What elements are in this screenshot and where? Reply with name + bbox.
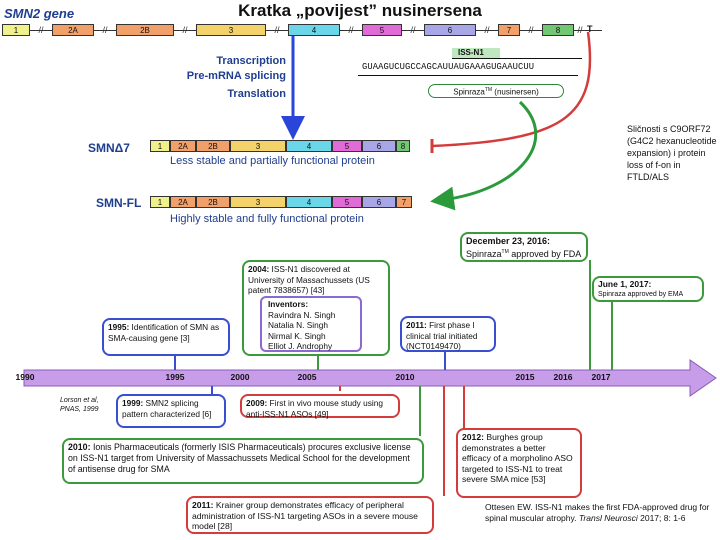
d7-exon-5: 5 bbox=[332, 140, 362, 152]
isoform-smn-delta7-label: SMNΔ7 bbox=[88, 141, 130, 155]
spinraza-tm: TM bbox=[484, 87, 493, 93]
isoform-smn-delta7-track: 1 2A 2B 3 4 5 6 8 bbox=[150, 140, 430, 153]
side-note-text: Sličnosti s C9ORF72 (G4C2 hexanucleotide… bbox=[627, 124, 717, 182]
event-1999: 1999: SMN2 splicing pattern characterize… bbox=[116, 394, 226, 428]
fl-exon-2a: 2A bbox=[170, 196, 196, 208]
exon-6: 6 bbox=[424, 24, 476, 36]
slide-title: Kratka „povijest” nusinersena bbox=[238, 1, 482, 20]
citation: Ottesen EW. ISS-N1 makes the first FDA-a… bbox=[485, 502, 710, 523]
d7-exon-6: 6 bbox=[362, 140, 396, 152]
iss-n1-highlight bbox=[452, 48, 500, 58]
exon-3: 3 bbox=[196, 24, 266, 36]
side-note: Sličnosti s C9ORF72 (G4C2 hexanucleotide… bbox=[627, 123, 719, 183]
iss-n1-sequence: GUAAGUCUGCCAGCAUUAUGAAAGUGAAUCUU bbox=[362, 62, 535, 72]
iss-n1-label: ISS-N1 bbox=[458, 48, 484, 57]
year-1990: 1990 bbox=[15, 372, 35, 382]
fl-exon-4: 4 bbox=[286, 196, 332, 208]
fl-exon-6: 6 bbox=[362, 196, 396, 208]
timeline-arrow bbox=[23, 359, 717, 397]
gene-label: SMN2 gene bbox=[4, 6, 75, 21]
fl-exon-5: 5 bbox=[332, 196, 362, 208]
d7-exon-2b: 2B bbox=[196, 140, 230, 152]
iss-n1-inset: ISS-N1 GUAAGUCUGCCAGCAUUAUGAAAGUGAAUCUU … bbox=[358, 48, 618, 106]
fl-exon-1: 1 bbox=[150, 196, 170, 208]
year-2017: 2017 bbox=[591, 372, 611, 382]
year-2010: 2010 bbox=[395, 372, 415, 382]
isoform-smn-fl-label: SMN-FL bbox=[96, 196, 142, 210]
d7-exon-3: 3 bbox=[230, 140, 286, 152]
event-2016-fda: December 23, 2016: SpinrazaTM approved b… bbox=[460, 232, 588, 262]
fl-exon-3: 3 bbox=[230, 196, 286, 208]
timeline-connectors bbox=[23, 260, 717, 496]
d7-exon-2a: 2A bbox=[170, 140, 196, 152]
isoform-smn-delta7-caption: Less stable and partially functional pro… bbox=[170, 155, 375, 167]
year-1995: 1995 bbox=[165, 372, 185, 382]
exon-4: 4 bbox=[288, 24, 340, 36]
event-2017-ema: June 1, 2017: Spinraza approved by EMA bbox=[592, 276, 704, 302]
event-1995: 1995: Identification of SMN as SMA-causi… bbox=[102, 318, 230, 356]
step-translation: Translation bbox=[227, 88, 286, 100]
exon-7: 7 bbox=[498, 24, 520, 36]
event-2011-trial: 2011: First phase I clinical trial initi… bbox=[400, 316, 496, 352]
green-restore-arrow bbox=[430, 100, 538, 211]
spinraza-box: SpinrazaTM (nusinersen) bbox=[428, 84, 564, 98]
spinraza-name: Spinraza bbox=[453, 87, 485, 97]
event-2009: 2009: First in vivo mouse study using an… bbox=[240, 394, 400, 419]
d7-exon-8: 8 bbox=[396, 140, 410, 152]
smn2-gene-track: 1 // 2A // 2B // 3 // 4 // 5 // 6 // 7 /… bbox=[0, 22, 720, 42]
spinraza-generic: (nusinersen) bbox=[494, 87, 539, 97]
exon-5: 5 bbox=[362, 24, 402, 36]
step-transcription: Transcription bbox=[216, 55, 286, 67]
year-2015: 2015 bbox=[515, 372, 535, 382]
d7-exon-1: 1 bbox=[150, 140, 170, 152]
red-inhibition-curve bbox=[431, 31, 592, 148]
d7-exon-4: 4 bbox=[286, 140, 332, 152]
exon-8: 8 bbox=[542, 24, 574, 36]
event-2012: 2012: Burghes group demonstrates a bette… bbox=[456, 428, 582, 498]
year-2005: 2005 bbox=[297, 372, 317, 382]
exon-end-mark: T bbox=[587, 24, 593, 34]
isoform-smn-fl-track: 1 2A 2B 3 4 5 6 7 bbox=[150, 196, 440, 209]
year-2000: 2000 bbox=[230, 372, 250, 382]
exon-1: 1 bbox=[2, 24, 30, 36]
inventors-box: Inventors: Ravindra N. Singh Natalia N. … bbox=[260, 296, 362, 352]
event-2011-krainer: 2011: Krainer group demonstrates efficac… bbox=[186, 496, 434, 534]
year-2016: 2016 bbox=[553, 372, 573, 382]
event-2010-license: 2010: Ionis Pharmaceuticals (formerly IS… bbox=[62, 438, 424, 484]
fl-exon-7: 7 bbox=[396, 196, 412, 208]
left-reference: Lorson et al, PNAS, 1999 bbox=[60, 397, 99, 413]
exon-2a: 2A bbox=[52, 24, 94, 36]
fl-exon-2b: 2B bbox=[196, 196, 230, 208]
exon-2b: 2B bbox=[116, 24, 174, 36]
gene-arrows bbox=[281, 31, 592, 211]
step-splicing: Pre-mRNA splicing bbox=[186, 70, 286, 82]
isoform-smn-fl-caption: Highly stable and fully functional prote… bbox=[170, 213, 364, 225]
